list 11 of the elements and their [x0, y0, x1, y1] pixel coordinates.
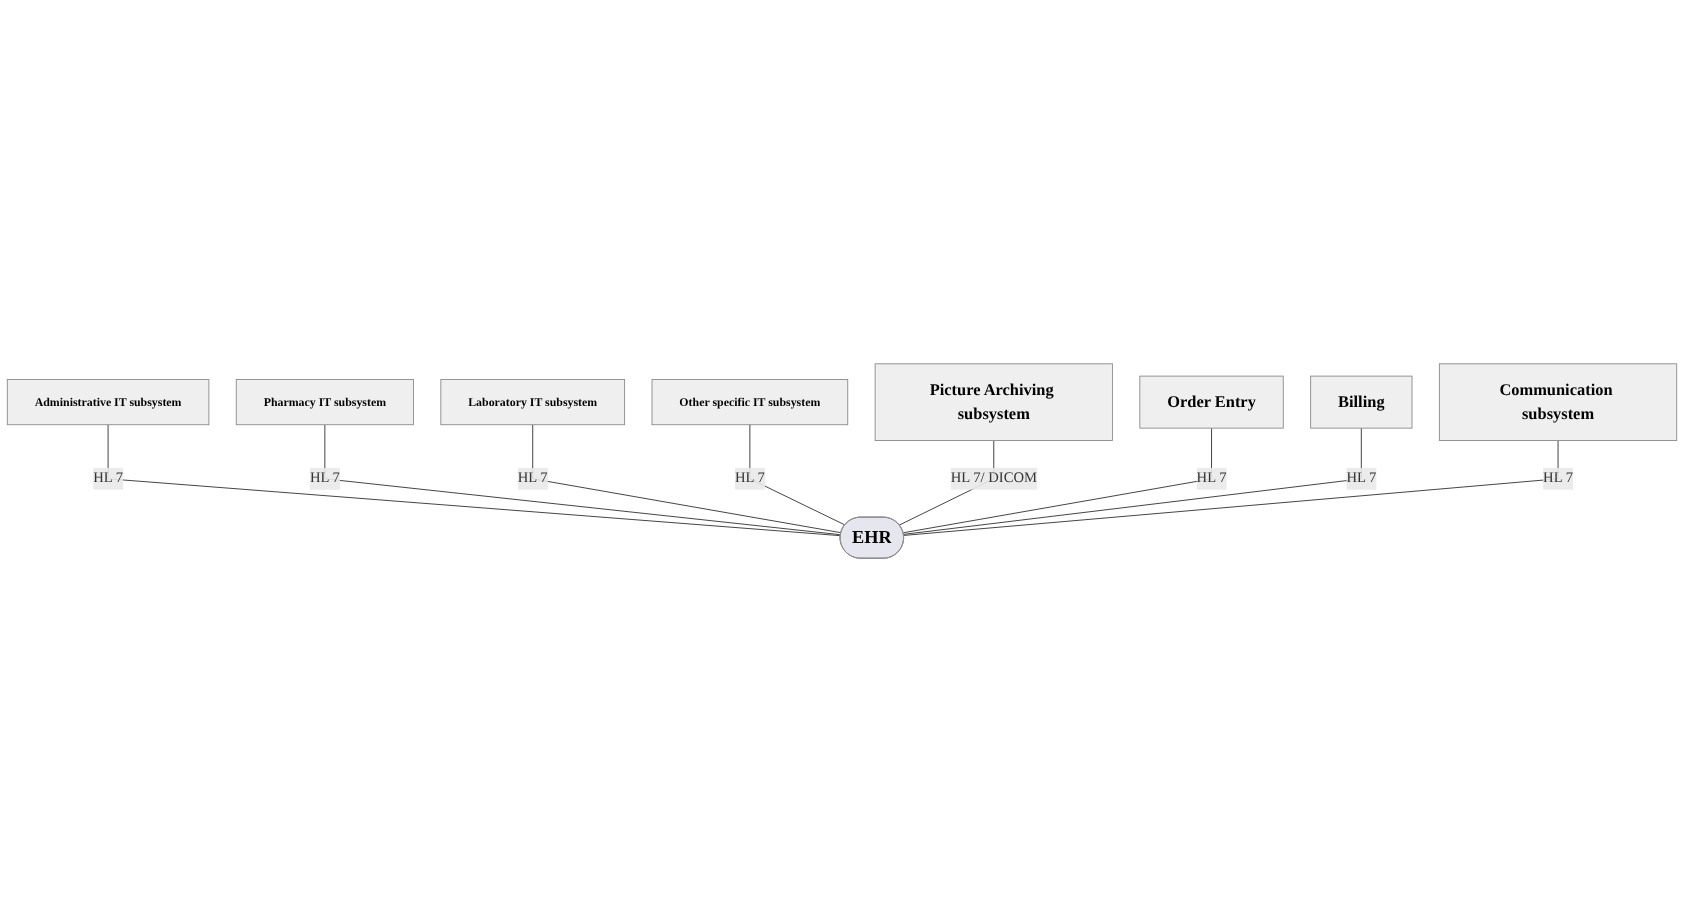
connector	[902, 427, 1212, 534]
node-box: Order Entry	[1139, 375, 1284, 429]
node-box: Billing	[1310, 375, 1413, 429]
node-box: Communication subsystem	[1438, 363, 1678, 441]
connector	[903, 427, 1362, 535]
connector	[532, 424, 842, 534]
connector	[107, 424, 842, 537]
connector	[749, 424, 846, 526]
connector	[903, 440, 1559, 536]
connector	[324, 424, 842, 536]
node-box: Picture Archiving subsystem	[874, 363, 1113, 441]
